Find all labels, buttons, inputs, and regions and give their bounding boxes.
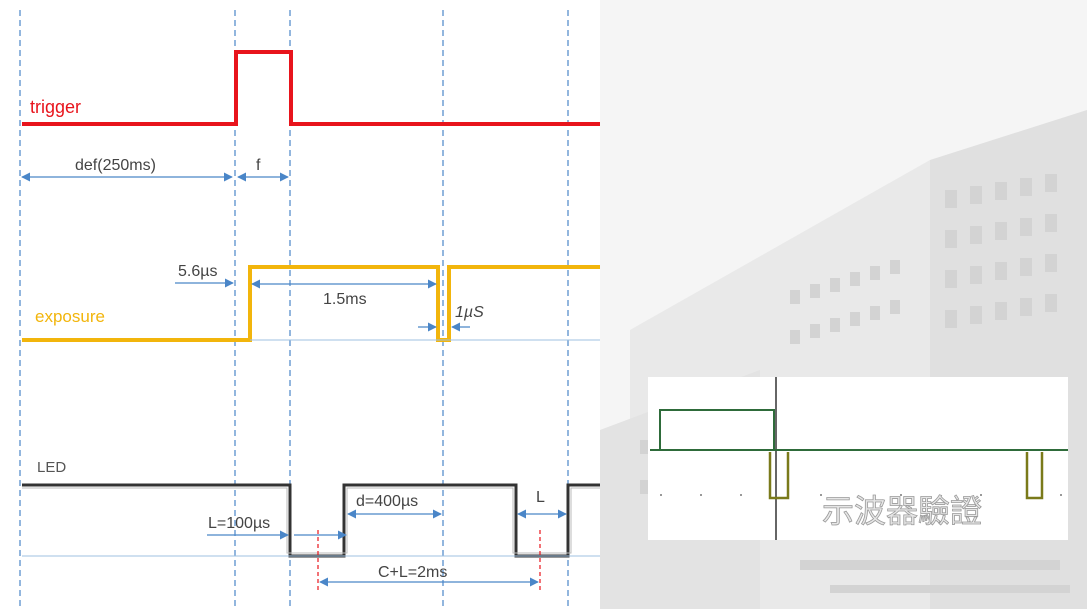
oscilloscope-led-dip xyxy=(768,452,790,500)
led-waveform-shadow xyxy=(22,487,600,554)
oscilloscope-trace-pulse xyxy=(659,409,775,450)
exposure-label: exposure xyxy=(35,307,105,326)
led-waveform xyxy=(22,483,600,558)
def-label: def(250ms) xyxy=(75,157,156,174)
exposure-time-label: 1.5ms xyxy=(323,291,367,308)
trigger-waveform xyxy=(22,50,600,126)
d-label: d=400µs xyxy=(356,493,418,510)
delay-label: 5.6µs xyxy=(178,263,217,280)
oscilloscope-inset: 示波器驗證 xyxy=(648,377,1068,540)
period-label: C+L=2ms xyxy=(378,564,447,581)
oscilloscope-panel xyxy=(648,377,1068,540)
f-label: f xyxy=(256,157,261,174)
led-label: LED xyxy=(37,459,66,476)
l-right-label: L xyxy=(536,489,545,506)
trigger-label: trigger xyxy=(30,97,81,117)
oscilloscope-led-dip xyxy=(1025,452,1044,500)
oscilloscope-caption: 示波器驗證 xyxy=(822,493,982,529)
l-left-label: L=100µs xyxy=(208,515,270,532)
exposure-waveform xyxy=(22,265,600,342)
gap-label: 1µS xyxy=(455,304,484,321)
